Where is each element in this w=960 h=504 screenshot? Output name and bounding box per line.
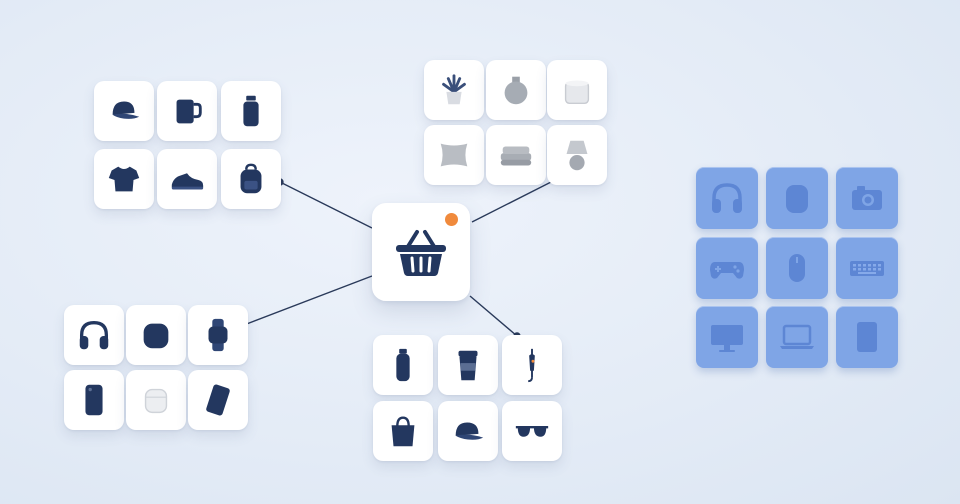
tile-vase[interactable] (486, 60, 546, 120)
pillow-icon (440, 143, 468, 167)
water-bottle-icon (396, 348, 410, 382)
tile-blue-headphones[interactable] (696, 167, 758, 229)
tile-phone[interactable] (64, 370, 124, 430)
tile-towel[interactable] (486, 125, 546, 185)
tile-blue-keyboard[interactable] (836, 237, 898, 299)
tile-backpack[interactable] (221, 149, 281, 209)
notification-badge (445, 213, 458, 226)
tile-mug[interactable] (157, 81, 217, 141)
connector-home (471, 179, 556, 223)
headphones-icon (712, 183, 742, 213)
smartwatch-icon (208, 318, 228, 352)
sunglasses-icon (515, 426, 549, 437)
mouse-icon (789, 254, 805, 282)
tile-umbrella[interactable] (502, 335, 562, 395)
connector-apparel (279, 181, 373, 229)
tile-sneaker[interactable] (157, 149, 217, 209)
laptop-icon (780, 324, 814, 349)
tshirt-icon (108, 166, 140, 192)
tile-cap[interactable] (94, 81, 154, 141)
tile-sunglasses[interactable] (502, 401, 562, 461)
tile-cap-2[interactable] (438, 401, 498, 461)
tile-headphones[interactable] (64, 305, 124, 365)
smartphone-icon (206, 384, 230, 416)
earbuds-icon (144, 388, 168, 414)
bottle-icon (243, 95, 259, 127)
connector-electronics (243, 275, 373, 326)
tile-pillow[interactable] (424, 125, 484, 185)
umbrella-icon (528, 348, 535, 383)
shopping-basket-hub[interactable] (372, 203, 470, 301)
candle-icon (564, 80, 590, 105)
tile-bottle[interactable] (221, 81, 281, 141)
phone-icon (85, 384, 103, 416)
tile-smart-speaker[interactable] (126, 305, 186, 365)
tile-candle[interactable] (547, 60, 607, 120)
tile-blue-laptop[interactable] (766, 306, 828, 368)
smart-speaker-icon (143, 323, 169, 349)
tile-plant[interactable] (424, 60, 484, 120)
tote-bag-icon (391, 416, 415, 447)
tile-water-bottle[interactable] (373, 335, 433, 395)
tile-blue-monitor[interactable] (696, 306, 758, 368)
tile-earbuds[interactable] (126, 370, 186, 430)
tile-tshirt[interactable] (94, 149, 154, 209)
tablet-icon (857, 322, 877, 352)
tumbler-icon (458, 350, 478, 381)
camera-icon (852, 186, 882, 210)
tile-blue-tablet[interactable] (836, 306, 898, 368)
plant-icon (442, 74, 466, 105)
monitor-icon (711, 325, 743, 352)
tile-blue-speaker[interactable] (766, 167, 828, 229)
vase-icon (504, 76, 528, 105)
keyboard-icon (850, 261, 884, 276)
connector-accessories (469, 295, 518, 337)
tile-tote-bag[interactable] (373, 401, 433, 461)
tile-smartphone[interactable] (188, 370, 248, 430)
speaker-icon (786, 185, 808, 213)
tile-smartwatch[interactable] (188, 305, 248, 365)
tile-blue-camera[interactable] (836, 167, 898, 229)
tile-tumbler[interactable] (438, 335, 498, 395)
sneaker-icon (171, 173, 204, 190)
mug-icon (176, 99, 202, 124)
tile-blue-mouse[interactable] (766, 237, 828, 299)
lamp-icon (566, 140, 588, 171)
cap-icon (112, 101, 140, 119)
backpack-icon (240, 163, 262, 194)
towel-icon (500, 146, 532, 166)
tile-lamp[interactable] (547, 125, 607, 185)
headphones-icon (79, 320, 109, 350)
shopping-basket-icon (396, 230, 446, 276)
tile-blue-gamepad[interactable] (696, 237, 758, 299)
cap-icon (455, 422, 484, 440)
gamepad-icon (710, 262, 744, 279)
